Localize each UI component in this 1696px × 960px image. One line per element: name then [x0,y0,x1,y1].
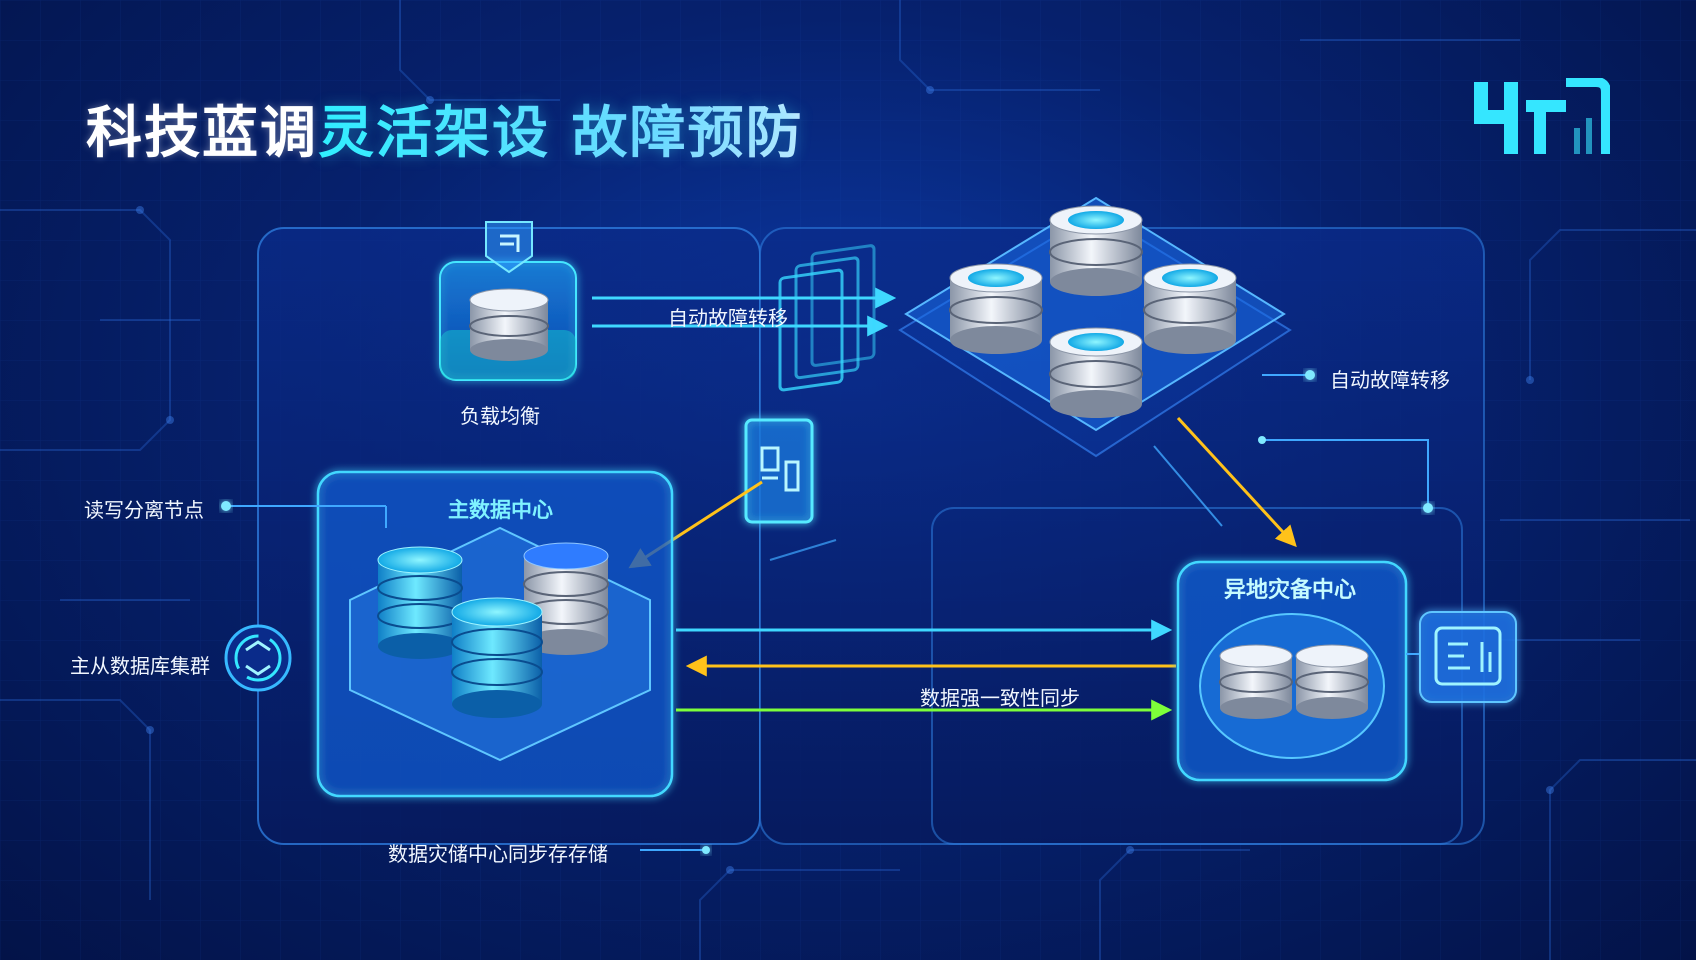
title-part-2: 灵活架设 故障预防 [318,101,804,166]
monitor-dashboard-icon [1419,611,1517,703]
cluster-server-bottom [1049,327,1143,418]
gateway-panel-icon [744,244,876,524]
rw-split-node-label: 读写分离节点 [84,498,204,522]
cluster-server-right [1143,263,1237,354]
strong-consistency-sync-label: 数据强一致性同步 [920,686,1080,710]
master-slave-cluster-label: 主从数据库集群 [70,654,210,678]
load-balancer-label: 负载均衡 [460,404,540,428]
failover-arrow-label: 自动故障转移 [668,306,788,330]
shield-icon [485,221,533,274]
dr-center-label: 异地灾备中心 [1224,578,1357,603]
cluster-server-left [949,263,1043,354]
cluster-failover-label: 自动故障转移 [1330,368,1450,392]
load-balancer-node [439,221,577,381]
title-part-1: 科技蓝调 [86,101,318,166]
sync-cycle-icon [224,624,292,692]
page-title: 科技蓝调灵活架设 故障预防 [86,88,804,169]
cluster-server-top [1049,205,1143,296]
main-data-center [316,470,674,798]
bottom-storage-sync-label: 数据灾储中心同步存存储 [388,842,608,866]
dr-center-box [1176,560,1408,782]
brand-logo-icon [1474,78,1610,154]
main-dc-label: 主数据中心 [448,498,553,522]
